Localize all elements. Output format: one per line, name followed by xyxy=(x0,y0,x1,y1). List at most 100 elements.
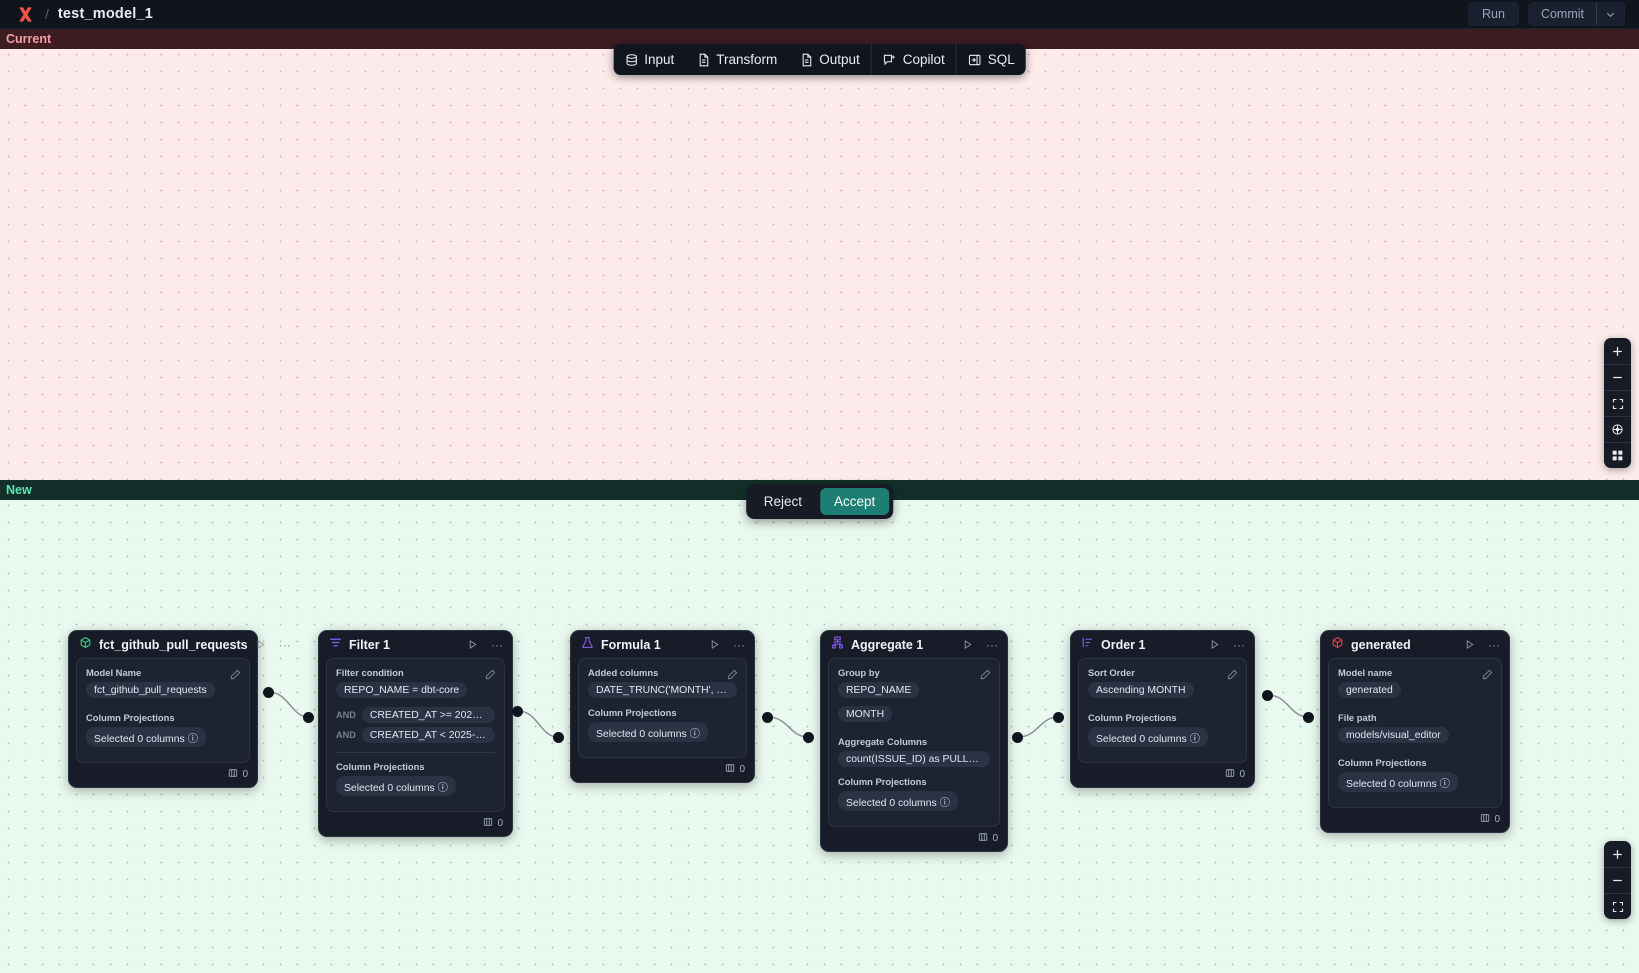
toolbar-item-input[interactable]: Input xyxy=(613,44,685,75)
minimap-button[interactable] xyxy=(1604,442,1631,468)
edit-pencil-icon[interactable] xyxy=(485,667,496,685)
zoom-in-button[interactable] xyxy=(1604,338,1631,364)
node-body: Filter condition REPO_NAME = dbt-core AN… xyxy=(326,658,505,812)
info-icon[interactable]: ⓘ xyxy=(939,797,950,809)
edit-pencil-icon[interactable] xyxy=(727,667,738,685)
sort-order-pill[interactable]: Ascending MONTH xyxy=(1088,682,1194,698)
zoom-out-button[interactable] xyxy=(1604,364,1631,390)
edge-connector-dot xyxy=(1303,712,1314,723)
value-pill[interactable]: DATE_TRUNC('MONTH', CREATED_AT… xyxy=(588,682,737,698)
row-count: 0 xyxy=(242,769,248,780)
fit-view-button[interactable] xyxy=(1604,893,1631,919)
play-icon[interactable] xyxy=(709,639,720,650)
toolbar-label: SQL xyxy=(987,52,1015,67)
value-pill[interactable]: models/visual_editor xyxy=(1338,727,1449,743)
value-pill[interactable]: generated xyxy=(1338,682,1401,698)
x-logo-icon[interactable] xyxy=(14,3,36,25)
field-label: Column Projections xyxy=(86,712,175,723)
commit-button-group: Commit xyxy=(1527,2,1625,26)
chevron-down-icon[interactable] xyxy=(1596,3,1624,25)
group-by-pill[interactable]: MONTH xyxy=(838,706,893,722)
play-icon[interactable] xyxy=(1209,639,1220,650)
toolbar-item-sql[interactable]: SQL xyxy=(955,44,1026,75)
flow-node-formula[interactable]: Formula 1 ··· Added columns DATE_TRUNC('… xyxy=(570,630,755,783)
value-pill[interactable]: Selected 0 columns ⓘ xyxy=(1338,772,1458,792)
more-horizontal-icon[interactable]: ··· xyxy=(1488,637,1500,652)
node-header[interactable]: Filter 1 ··· xyxy=(319,631,512,658)
play-icon[interactable] xyxy=(962,639,973,650)
node-title: fct_github_pull_requests xyxy=(99,637,248,652)
edit-pencil-icon[interactable] xyxy=(1227,667,1238,685)
sort-icon xyxy=(1081,636,1094,654)
toolbar-item-transform[interactable]: Transform xyxy=(685,44,788,75)
info-icon[interactable]: ⓘ xyxy=(689,728,700,740)
node-header[interactable]: Order 1 ··· xyxy=(1071,631,1254,658)
toolbar-item-output[interactable]: Output xyxy=(788,44,871,75)
node-header[interactable]: Aggregate 1 ··· xyxy=(821,631,1007,658)
flow-node-source[interactable]: fct_github_pull_requests ··· Model Name … xyxy=(68,630,291,788)
node-header[interactable]: generated ··· xyxy=(1321,631,1509,658)
cube-icon xyxy=(79,636,92,654)
toolbar-item-copilot[interactable]: Copilot xyxy=(870,44,956,75)
more-horizontal-icon[interactable]: ··· xyxy=(491,637,503,652)
value-pill[interactable]: Selected 0 columns ⓘ xyxy=(588,722,708,742)
filter-condition-pill[interactable]: CREATED_AT >= 2024-12-01 xyxy=(361,707,495,723)
info-icon[interactable]: ⓘ xyxy=(187,733,198,745)
pane-label-current: Current xyxy=(0,29,1639,49)
edge-connector-dot xyxy=(1012,732,1023,743)
field-label: Sort Order xyxy=(1088,667,1135,678)
accept-button[interactable]: Accept xyxy=(819,488,890,515)
more-horizontal-icon[interactable]: ··· xyxy=(1233,637,1245,652)
group-by-pill[interactable]: REPO_NAME xyxy=(838,682,920,698)
play-icon[interactable] xyxy=(467,639,478,650)
node-title: generated xyxy=(1351,637,1411,652)
node-footer: 0 xyxy=(319,812,512,836)
more-horizontal-icon[interactable]: ··· xyxy=(278,637,291,652)
run-button[interactable]: Run xyxy=(1468,2,1519,26)
zoom-out-button[interactable] xyxy=(1604,867,1631,893)
value-pill[interactable]: Selected 0 columns ⓘ xyxy=(86,727,206,747)
flow-node-aggregate[interactable]: Aggregate 1 ··· Group by REPO_NAME MONTH… xyxy=(820,630,1008,852)
edit-pencil-icon[interactable] xyxy=(230,667,241,685)
row-count: 0 xyxy=(739,764,745,775)
edit-pencil-icon[interactable] xyxy=(1482,667,1493,685)
condition-operator: AND xyxy=(336,710,356,720)
flow-node-filter[interactable]: Filter 1 ··· Filter condition REPO_NAME … xyxy=(318,630,513,837)
flow-node-generated[interactable]: generated ··· Model name generated File … xyxy=(1320,630,1510,833)
play-icon[interactable] xyxy=(1464,639,1475,650)
filter-icon xyxy=(329,636,342,654)
node-footer: 0 xyxy=(821,827,1007,851)
fit-view-button[interactable] xyxy=(1604,390,1631,416)
zoom-in-button[interactable] xyxy=(1604,841,1631,867)
info-icon[interactable]: ⓘ xyxy=(1439,778,1450,790)
lock-target-button[interactable] xyxy=(1604,416,1631,442)
value-pill[interactable]: Selected 0 columns ⓘ xyxy=(838,791,958,811)
play-icon[interactable] xyxy=(255,639,266,650)
reject-button[interactable]: Reject xyxy=(750,488,816,515)
value-pill[interactable]: Selected 0 columns ⓘ xyxy=(1088,727,1208,747)
filter-condition-pill[interactable]: REPO_NAME = dbt-core xyxy=(336,682,468,698)
pane-current[interactable]: Current xyxy=(0,29,1639,480)
more-horizontal-icon[interactable]: ··· xyxy=(986,637,998,652)
field-label: Group by xyxy=(838,667,880,678)
commit-button[interactable]: Commit xyxy=(1540,7,1584,21)
node-header[interactable]: fct_github_pull_requests ··· xyxy=(69,631,291,658)
value-pill[interactable]: fct_github_pull_requests xyxy=(86,682,215,698)
divider xyxy=(336,752,495,753)
value-pill[interactable]: Selected 0 columns ⓘ xyxy=(336,776,456,796)
flow-node-order[interactable]: Order 1 ··· Sort Order Ascending MONTH C… xyxy=(1070,630,1255,788)
columns-icon xyxy=(978,832,988,845)
filter-condition-pill[interactable]: CREATED_AT < 2025-03-01 xyxy=(361,727,495,743)
field-label: Column Projections xyxy=(838,776,927,787)
node-title: Filter 1 xyxy=(349,637,390,652)
info-icon[interactable]: ⓘ xyxy=(1189,733,1200,745)
edit-pencil-icon[interactable] xyxy=(980,667,991,685)
aggregate-column-pill[interactable]: count(ISSUE_ID) as PULL_REQUEST_… xyxy=(838,751,990,767)
node-body: Added columns DATE_TRUNC('MONTH', CREATE… xyxy=(578,658,747,758)
node-footer: 0 xyxy=(69,763,257,787)
info-icon[interactable]: ⓘ xyxy=(437,782,448,794)
node-header[interactable]: Formula 1 ··· xyxy=(571,631,754,658)
pane-new[interactable]: New fct_github xyxy=(0,480,1639,973)
more-horizontal-icon[interactable]: ··· xyxy=(733,637,745,652)
